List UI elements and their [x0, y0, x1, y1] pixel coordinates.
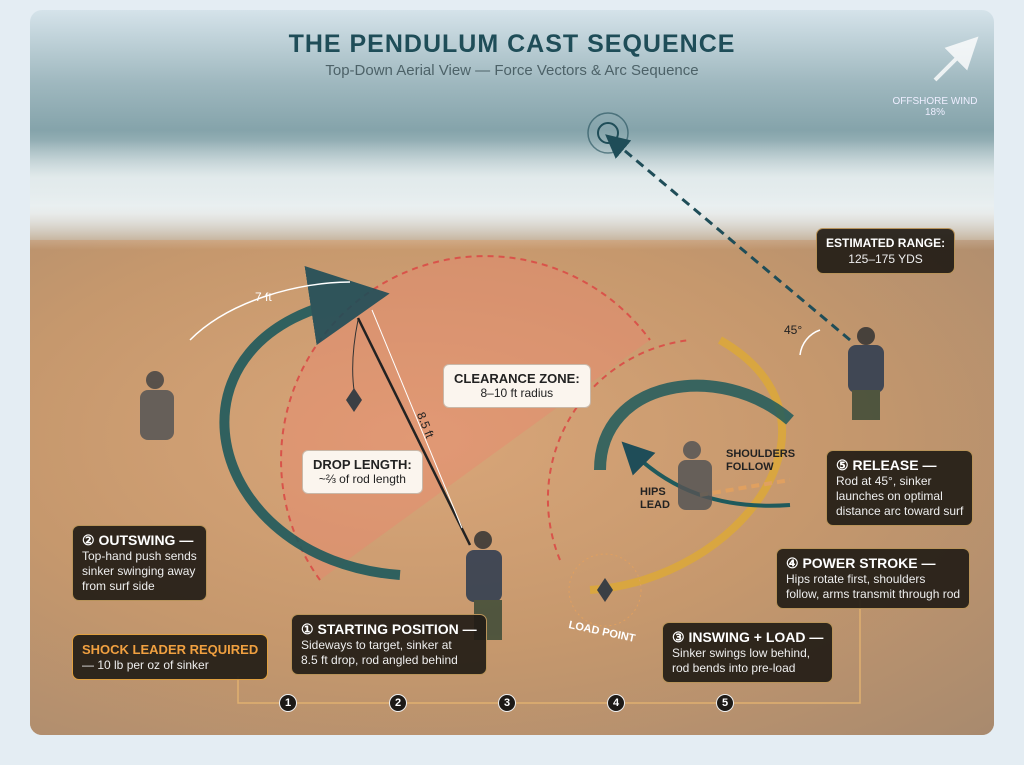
step-4-box: ④ POWER STROKE — Hips rotate first, shou… — [776, 548, 971, 609]
step-5-title: RELEASE — — [852, 457, 937, 473]
power-arc — [589, 336, 787, 594]
cast-trajectory — [605, 134, 851, 342]
rod-measure — [371, 309, 463, 529]
step-3-line: Sinker swings low behind, — [672, 646, 811, 660]
hips-label-1: HIPS — [640, 486, 666, 498]
step-5-line: Rod at 45°, sinker — [836, 474, 932, 488]
clearance-box: CLEARANCE ZONE: 8–10 ft radius — [443, 364, 591, 408]
step-4-line: Hips rotate first, shoulders — [786, 572, 926, 586]
step-2-line: Top-hand push sends — [82, 549, 197, 563]
range-box: ESTIMATED RANGE: 125–175 YDS — [816, 228, 956, 274]
page-subtitle: Top-Down Aerial View — Force Vectors & A… — [325, 62, 699, 79]
target-ring — [597, 122, 619, 144]
step-2-line: sinker swinging away — [82, 564, 196, 578]
timeline-step-5[interactable]: 5 — [716, 694, 734, 712]
range-title: ESTIMATED RANGE: — [826, 236, 946, 250]
step-5-line: launches on optimal — [836, 489, 943, 503]
target-ring-outer — [587, 112, 629, 154]
clearance-title: CLEARANCE ZONE: — [454, 371, 580, 386]
step-1-title: STARTING POSITION — — [317, 621, 477, 637]
step-4-num: ④ — [786, 555, 799, 571]
load-burst — [568, 553, 642, 627]
clearance-zone-right — [546, 339, 691, 561]
timeline-step-3[interactable]: 3 — [498, 694, 516, 712]
drop-box: DROP LENGTH: ~⅔ of rod length — [302, 450, 423, 494]
shock-leader-box: SHOCK LEADER REQUIRED — 10 lb per oz of … — [72, 634, 269, 680]
timeline-step-1[interactable]: 1 — [279, 694, 297, 712]
angle-arc — [799, 329, 821, 356]
release-angle-label: 45° — [784, 323, 803, 337]
step-2-num: ② — [82, 532, 95, 548]
outswing-arc — [219, 266, 401, 580]
step-2-line: from surf side — [82, 579, 155, 593]
timeline-step-4[interactable]: 4 — [607, 694, 625, 712]
clearance-text: 8–10 ft radius — [480, 386, 554, 400]
step-1-box: ① STARTING POSITION — Sideways to target… — [291, 614, 487, 675]
shoulders-label-1: SHOULDERS — [726, 448, 796, 460]
shoulders-arrow — [699, 478, 791, 497]
step-5-line: distance arc toward surf — [836, 504, 964, 518]
wind-value: 18% — [924, 107, 945, 118]
shoulders-label-2: FOLLOW — [726, 461, 774, 473]
rod-start — [356, 317, 472, 546]
step-1-line: 8.5 ft drop, rod angled behind — [301, 653, 458, 667]
wind-label: OFFSHORE WIND 18% — [890, 96, 980, 118]
drop-line — [352, 319, 359, 391]
page-title: THE PENDULUM CAST SEQUENCE — [288, 30, 736, 58]
step-3-line: rod bends into pre-load — [672, 661, 796, 675]
step-4-title: POWER STROKE — — [802, 555, 936, 571]
arc-7ft-line — [189, 281, 351, 341]
range-value: 125–175 YDS — [848, 252, 923, 266]
step-1-line: Sideways to target, sinker at — [301, 638, 452, 652]
step-1-num: ① — [301, 621, 314, 637]
hips-label-2: LEAD — [640, 499, 670, 511]
step-4-line: follow, arms transmit through rod — [786, 587, 961, 601]
wind-label-text: OFFSHORE WIND — [892, 96, 978, 107]
drop-title: DROP LENGTH: — [313, 457, 412, 472]
wind-arrow-icon — [933, 36, 979, 82]
step-3-num: ③ — [672, 629, 685, 645]
shock-leader-title: SHOCK LEADER REQUIRED — [82, 642, 259, 657]
step-5-num: ⑤ — [836, 457, 849, 473]
step-3-box: ③ INSWING + LOAD — Sinker swings low beh… — [662, 622, 834, 683]
sinker-start — [346, 388, 362, 412]
inswing-arc — [594, 379, 794, 471]
timeline-line — [237, 600, 861, 704]
step-3-title: INSWING + LOAD — — [688, 629, 824, 645]
timeline-step-2[interactable]: 2 — [389, 694, 407, 712]
sinker-load — [597, 578, 613, 602]
step-2-title: OUTSWING — — [98, 532, 194, 548]
arc-length-label: 7 ft — [255, 290, 272, 304]
drop-text: ~⅔ of rod length — [318, 472, 406, 486]
shock-leader-text: — 10 lb per oz of sinker — [82, 658, 209, 672]
